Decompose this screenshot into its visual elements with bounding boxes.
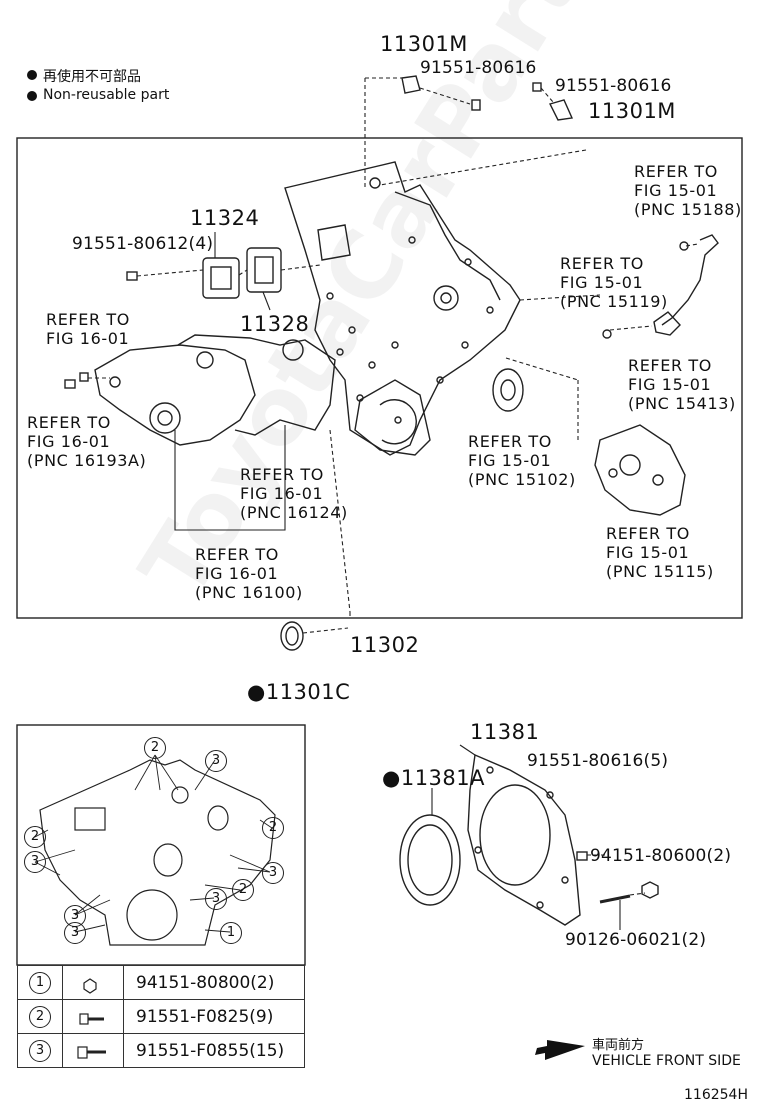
- bolt-part-number[interactable]: 94151-80800(2): [123, 965, 305, 1000]
- bolt-91551-80612: [126, 271, 138, 281]
- leader-lines: [88, 77, 699, 896]
- callout-91551-80612[interactable]: 91551-80612(4): [72, 234, 214, 254]
- detail-marker: 2: [144, 737, 166, 759]
- detail-marker: 3: [205, 888, 227, 910]
- bolt-refer-16-01: [64, 379, 76, 389]
- bolt-91551-80616-b: [532, 82, 542, 92]
- gasket-11328: [246, 247, 282, 293]
- bolt-91551-80616-5: [576, 851, 588, 861]
- callout-11301M-right[interactable]: 11301M: [588, 99, 676, 123]
- main-assembly-frame: [16, 137, 743, 619]
- refer-pnc-15413[interactable]: REFER TO FIG 15-01 (PNC 15413): [628, 356, 736, 413]
- bracket-11301M-right: [548, 99, 574, 121]
- detail-marker: 3: [24, 851, 46, 873]
- refer-pnc-15102[interactable]: REFER TO FIG 15-01 (PNC 15102): [468, 432, 576, 489]
- refer-pnc-15115[interactable]: REFER TO FIG 15-01 (PNC 15115): [606, 524, 714, 581]
- rear-plate-11381: [467, 753, 581, 926]
- refer-pnc-15188[interactable]: REFER TO FIG 15-01 (PNC 15188): [634, 162, 742, 219]
- oil-seal-11381A: [399, 814, 461, 906]
- bolt-91551-80616-a: [471, 99, 481, 111]
- table-row: 2 91551-F0825(9): [17, 999, 305, 1034]
- detail-marker: 2: [262, 817, 284, 839]
- oil-seal-11301C: [280, 621, 304, 651]
- table-row: 3 91551-F0855(15): [17, 1033, 305, 1068]
- callout-11301M-top[interactable]: 11301M: [380, 32, 468, 56]
- oil-pump-drawing: [594, 424, 686, 516]
- detail-cover-drawing: [39, 759, 276, 946]
- non-reusable-dot-icon: ●: [247, 680, 266, 704]
- callout-91551-80616-b[interactable]: 91551-80616: [555, 76, 672, 96]
- refer-fig-16-01[interactable]: REFER TO FIG 16-01: [46, 310, 130, 348]
- callout-11302[interactable]: 11302: [350, 633, 420, 657]
- callout-90126-06021[interactable]: 90126-06021(2): [565, 930, 707, 950]
- detail-marker: 2: [24, 826, 46, 848]
- callout-11381A[interactable]: ●11381A: [382, 766, 485, 790]
- legend-dot-jp: [27, 70, 37, 80]
- bracket-11301M-left: [401, 75, 421, 94]
- legend-dot-en: [27, 91, 37, 101]
- timing-chain-cover-drawing: [284, 161, 521, 456]
- callout-11328[interactable]: 11328: [240, 312, 310, 336]
- callout-91551-80616-a[interactable]: 91551-80616: [420, 58, 537, 78]
- key-marker: 1: [29, 972, 51, 994]
- detail-marker: 1: [220, 922, 242, 944]
- oil-pipe: [661, 234, 719, 326]
- solid-leader-lines: [174, 232, 621, 930]
- figure-id: 116254H: [684, 1087, 748, 1103]
- callout-11324[interactable]: 11324: [190, 206, 260, 230]
- legend-non-reusable-en: Non-reusable part: [43, 87, 170, 103]
- callout-11301C[interactable]: ●11301C: [247, 680, 351, 704]
- callout-94151-80600[interactable]: 94151-80600(2): [590, 846, 732, 866]
- front-arrow-icon: [535, 1040, 585, 1060]
- refer-pnc-15119[interactable]: REFER TO FIG 15-01 (PNC 15119): [560, 254, 668, 311]
- detail-marker: 3: [205, 750, 227, 772]
- refer-pnc-16124[interactable]: REFER TO FIG 16-01 (PNC 16124): [240, 465, 348, 522]
- gasket-11324: [202, 257, 240, 299]
- key-marker: 2: [29, 1006, 51, 1028]
- non-reusable-dot-icon: ●: [382, 766, 401, 790]
- detail-marker: 3: [64, 922, 86, 944]
- bolt-part-number[interactable]: 91551-F0825(9): [123, 999, 305, 1034]
- front-side-jp: 車両前方: [592, 1038, 645, 1053]
- refer-pnc-16193A[interactable]: REFER TO FIG 16-01 (PNC 16193A): [27, 413, 147, 470]
- detail-frame: [16, 724, 306, 966]
- legend-non-reusable-jp: 再使用不可部品: [43, 69, 141, 85]
- front-side-en: VEHICLE FRONT SIDE: [592, 1053, 741, 1069]
- refer-pnc-16100[interactable]: REFER TO FIG 16-01 (PNC 16100): [195, 545, 303, 602]
- water-pump-drawing: [94, 334, 336, 446]
- detail-marker: 3: [262, 862, 284, 884]
- table-row: 1 94151-80800(2): [17, 965, 305, 1000]
- nut-94151-80600: [641, 881, 659, 899]
- bolt-part-number[interactable]: 91551-F0855(15): [123, 1033, 305, 1068]
- callout-91551-80616-5[interactable]: 91551-80616(5): [527, 751, 669, 771]
- key-marker: 3: [29, 1040, 51, 1062]
- callout-11381[interactable]: 11381: [470, 720, 540, 744]
- bolt-legend-table: 1 94151-80800(2) 2 91551-F0825(9) 3 9155…: [17, 965, 305, 1068]
- detail-marker: 2: [232, 879, 254, 901]
- oil-pump-rotor: [492, 368, 524, 412]
